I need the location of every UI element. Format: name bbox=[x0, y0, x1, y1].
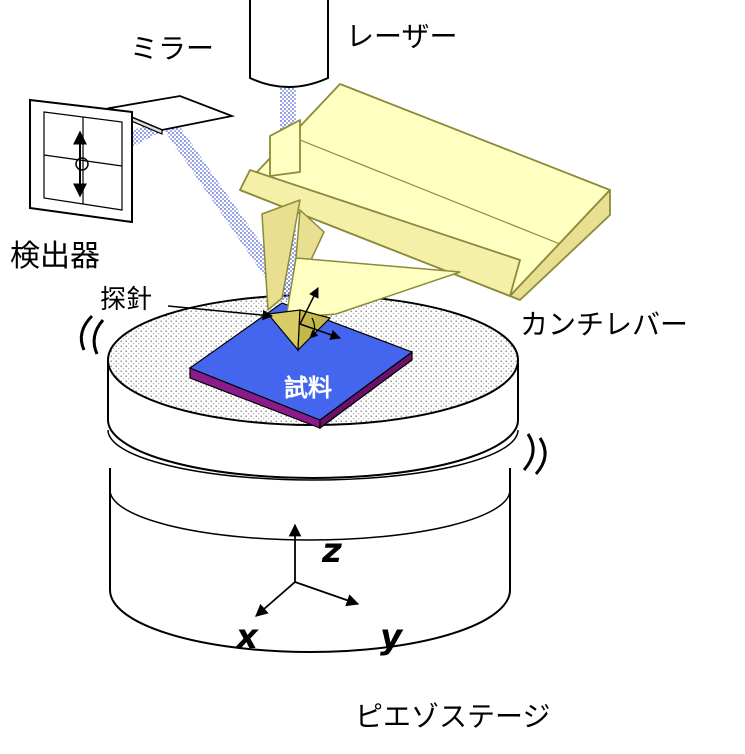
cantilever-holder bbox=[239, 83, 611, 301]
z-axis-label: z bbox=[321, 531, 342, 571]
detector-label: 検出器 bbox=[10, 239, 100, 274]
y-axis-label: y bbox=[380, 617, 404, 657]
cantilever bbox=[261, 199, 461, 319]
probe-leader-line bbox=[167, 305, 274, 321]
piezo-stage bbox=[109, 468, 511, 653]
x-axis-label: x bbox=[234, 617, 259, 657]
sample bbox=[188, 302, 414, 430]
laser-label: レーザー bbox=[346, 20, 457, 53]
detector bbox=[29, 98, 133, 224]
xyz-axes bbox=[255, 523, 360, 617]
vibration-marks-right bbox=[522, 433, 547, 475]
cantilever-label: カンチレバー bbox=[520, 308, 688, 341]
laser-source bbox=[249, 0, 329, 88]
sample-label: 試料 bbox=[284, 374, 332, 402]
mirror-label: ミラー bbox=[130, 32, 214, 65]
probe-label: 探針 bbox=[100, 285, 152, 315]
probe-tip bbox=[266, 287, 341, 352]
vibration-marks-left bbox=[79, 314, 105, 355]
piezo-stage-label: ピエゾステージ bbox=[355, 700, 550, 733]
